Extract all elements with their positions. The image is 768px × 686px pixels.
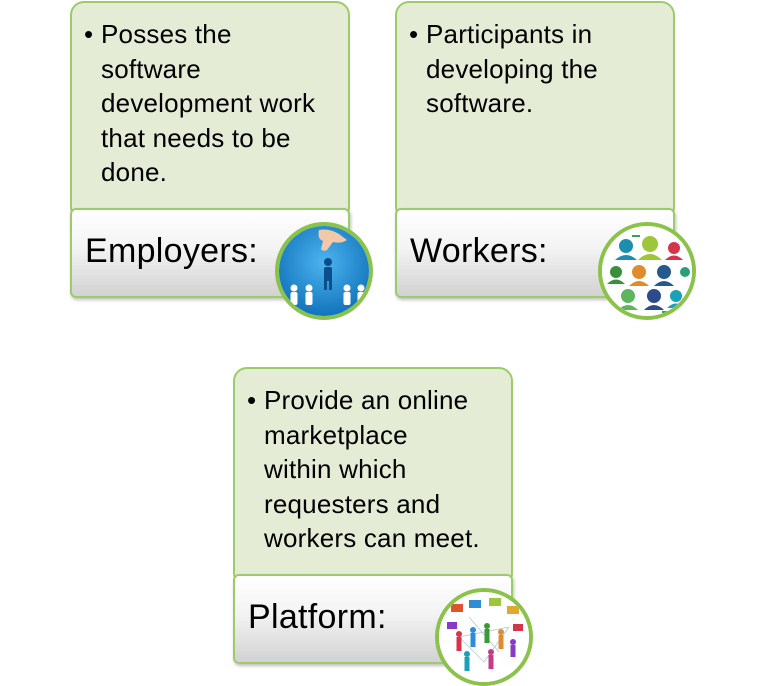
social-network-icon — [435, 588, 533, 686]
platform-label: Platform: — [248, 598, 387, 636]
employers-label: Employers: — [85, 232, 259, 270]
hand-picking-person-icon — [275, 222, 373, 320]
workers-description: Participants in developing the software. — [426, 19, 598, 118]
bullet-marker: • — [409, 19, 419, 49]
workers-description-box: • Participants in developing the softwar… — [395, 1, 675, 221]
bullet-marker: • — [247, 385, 257, 415]
workers-label: Workers: — [410, 232, 548, 270]
employers-description-box: • Posses the software development work t… — [70, 1, 350, 221]
platform-description-box: • Provide an online marketplace within w… — [233, 367, 513, 587]
bullet-marker: • — [84, 19, 94, 49]
people-network-icon — [598, 222, 696, 320]
employers-label-box: Employers: — [70, 208, 350, 298]
employers-description: Posses the software development work tha… — [101, 19, 316, 187]
platform-description: Provide an online marketplace within whi… — [264, 385, 480, 553]
